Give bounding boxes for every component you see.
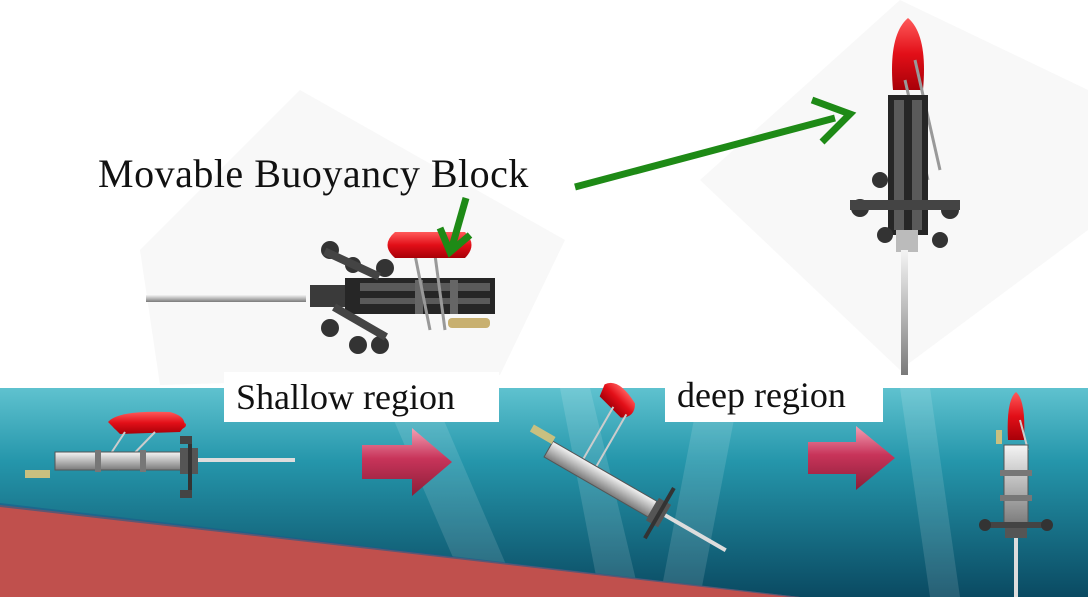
robot-vertical-render	[700, 0, 1088, 375]
pointer-arrow-to-vertical	[574, 96, 857, 191]
buoyancy-block-vertical	[892, 18, 924, 90]
seabed-edge	[0, 503, 800, 597]
transition-arrow-2	[808, 426, 895, 490]
buoyancy-block-label: Movable Buoyancy Block	[98, 151, 529, 196]
robot-deep	[979, 392, 1053, 597]
robot-shallow	[25, 411, 295, 498]
pointer-arrow-to-block	[436, 197, 473, 258]
deep-region-label: deep region	[665, 372, 883, 422]
transition-arrow-1	[362, 428, 452, 496]
robot-horizontal-render	[140, 90, 565, 385]
shallow-region-label: Shallow region	[224, 372, 499, 422]
robot-transition	[529, 382, 727, 552]
